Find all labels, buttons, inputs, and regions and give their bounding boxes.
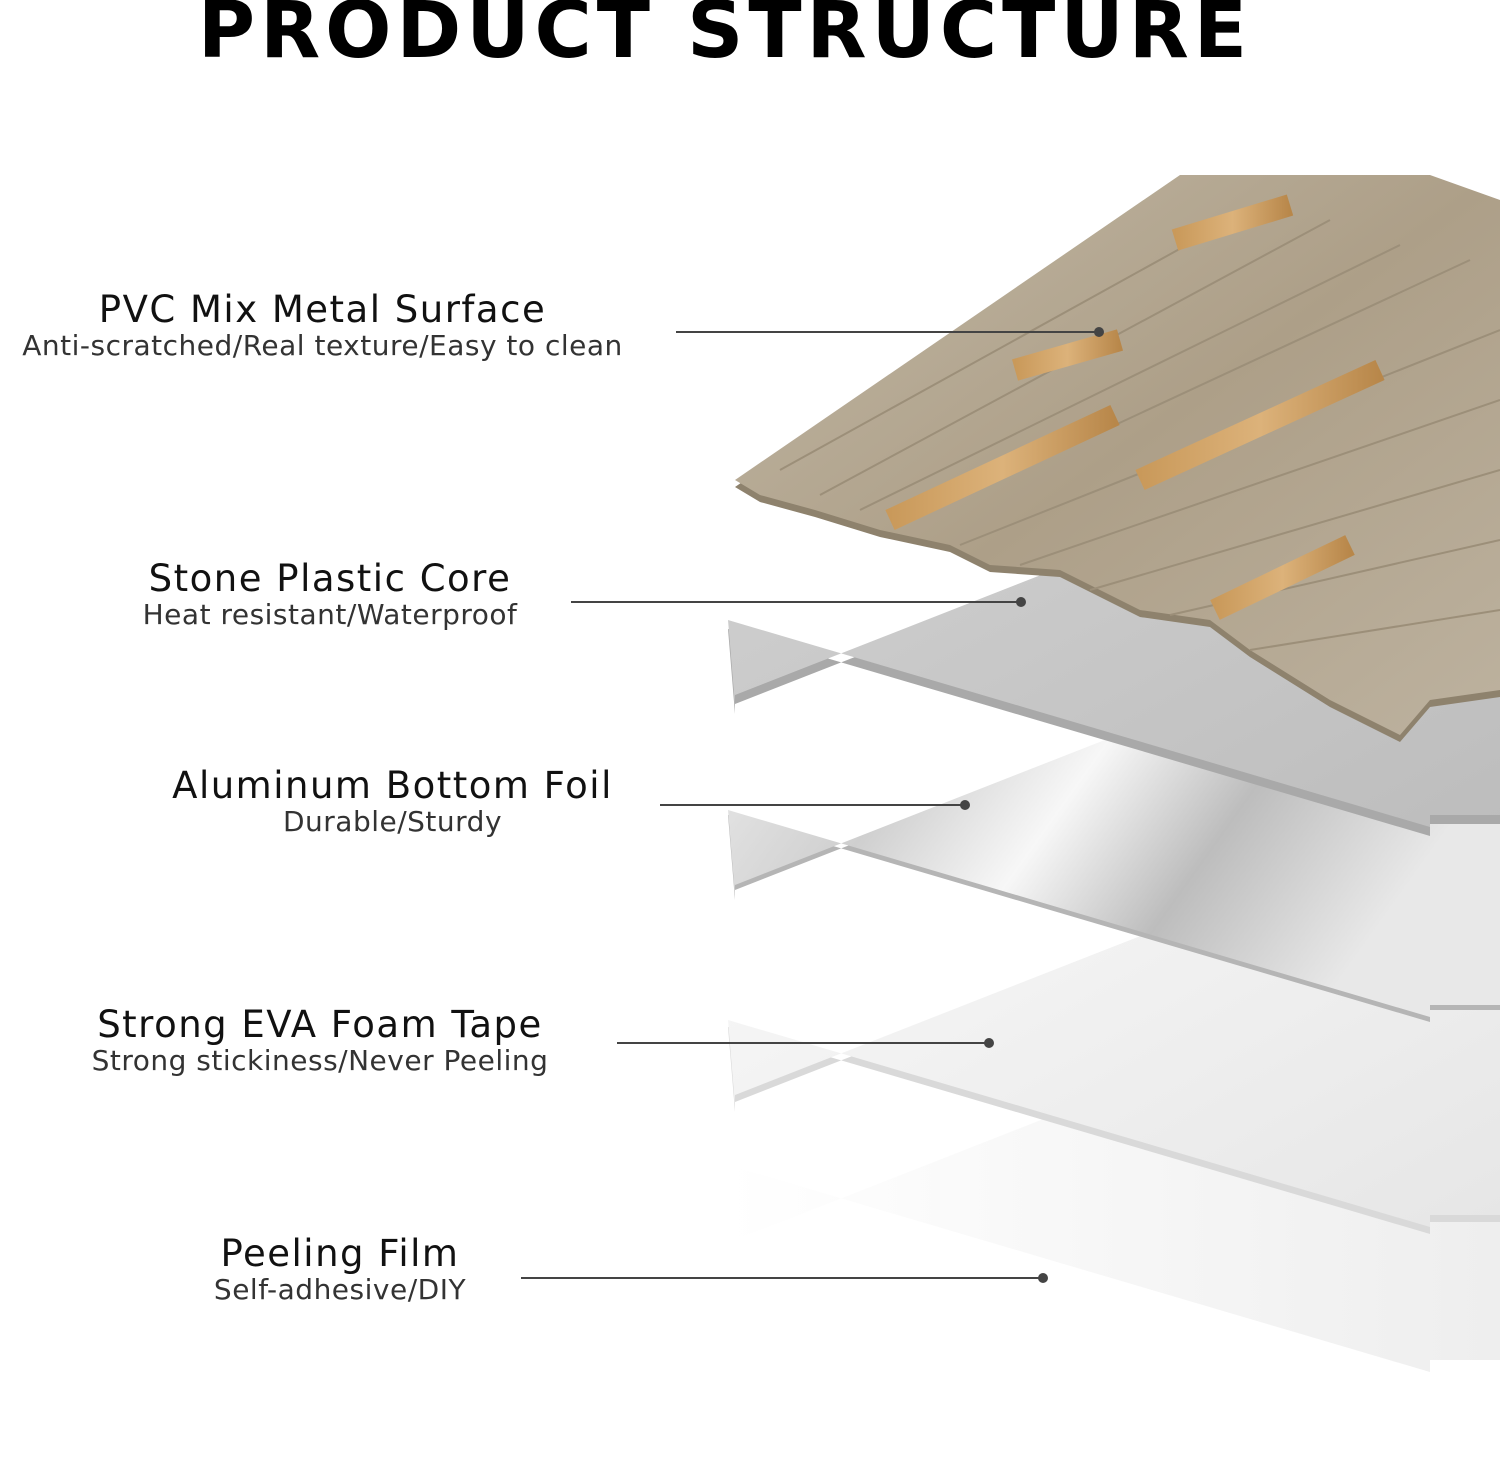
brick-seam — [1019, 399, 1500, 566]
page-title: PRODUCT STRUCTURE — [197, 0, 1253, 76]
leader-line-film — [521, 1277, 1043, 1279]
layer-label-foam: Strong EVA Foam Tape Strong stickiness/N… — [60, 1005, 580, 1077]
metal-strip — [1011, 329, 1124, 381]
metal-strip — [1135, 360, 1385, 490]
metal-strip — [1210, 535, 1355, 620]
layer-desc: Anti-scratched/Real texture/Easy to clea… — [22, 329, 623, 362]
layer-desc: Durable/Sturdy — [282, 805, 503, 838]
leader-line-core — [571, 601, 1021, 603]
leader-dot-surface — [1094, 327, 1104, 337]
layer-name: Strong EVA Foam Tape — [97, 1003, 543, 1046]
brick-seam — [859, 244, 1401, 511]
leader-dot-core — [1016, 597, 1026, 607]
pvc-surface-sheet — [735, 175, 1500, 735]
layer-name: PVC Mix Metal Surface — [98, 288, 547, 331]
layer-label-film: Peeling Film Self-adhesive/DIY — [190, 1234, 490, 1306]
layer-desc: Heat resistant/Waterproof — [142, 598, 518, 631]
layer-name: Aluminum Bottom Foil — [172, 764, 613, 807]
layer-desc: Self-adhesive/DIY — [213, 1273, 467, 1306]
brick-seam — [779, 209, 1251, 471]
layer-desc: Strong stickiness/Never Peeling — [91, 1044, 549, 1077]
layer-name: Stone Plastic Core — [148, 557, 512, 600]
brick-seam — [1249, 609, 1500, 651]
layer-name: Peeling Film — [220, 1232, 460, 1275]
metal-strip — [885, 405, 1120, 530]
layer-label-surface: PVC Mix Metal Surface Anti-scratched/Rea… — [0, 290, 645, 362]
leader-line-foam — [617, 1042, 989, 1044]
metal-strip — [1171, 194, 1294, 251]
leader-dot-film — [1038, 1273, 1048, 1283]
layer-label-core: Stone Plastic Core Heat resistant/Waterp… — [110, 559, 550, 631]
leader-dot-foam — [984, 1038, 994, 1048]
leader-line-surface — [676, 331, 1098, 333]
leader-line-aluminum — [660, 804, 965, 806]
leader-dot-aluminum — [960, 800, 970, 810]
layer-label-aluminum: Aluminum Bottom Foil Durable/Sturdy — [140, 766, 645, 838]
brick-seam — [1089, 469, 1500, 591]
